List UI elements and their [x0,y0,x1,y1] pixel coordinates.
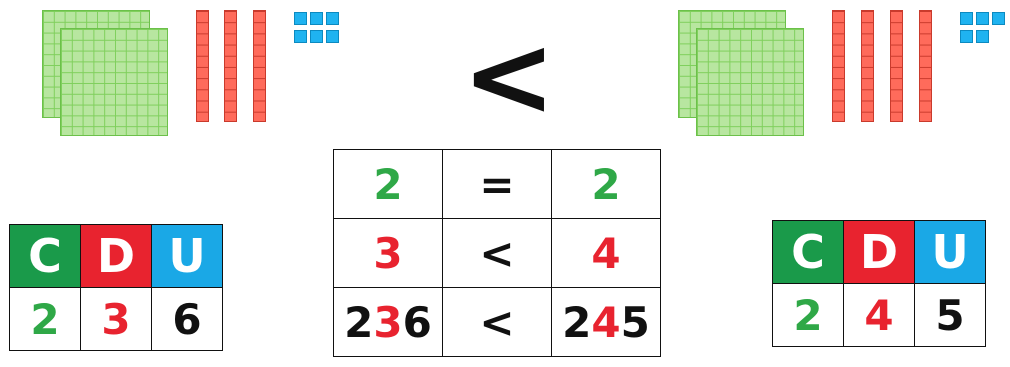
compare-sign-tens: < [443,219,552,288]
right-place-value-digit-row: 2 4 5 [773,284,986,347]
compare-sign-hundreds: = [443,150,552,219]
compare-right-number-units: 5 [621,298,650,347]
left-ten-rod-1 [196,10,209,122]
right-unit-cube-4 [960,30,973,43]
tens-header: D [844,221,915,284]
left-units-digit: 6 [152,288,223,351]
right-tens-digit: 4 [844,284,915,347]
compare-sign-full: < [443,288,552,357]
hundreds-header: C [773,221,844,284]
compare-left-number-units: 6 [403,298,432,347]
left-unit-cube-5 [310,30,323,43]
right-unit-cube-1 [960,12,973,25]
compare-left-hundreds: 2 [334,150,443,219]
compare-left-tens: 3 [334,219,443,288]
hundreds-header: C [10,225,81,288]
comparison-row-hundreds: 2 = 2 [334,150,661,219]
left-ten-rod-2 [224,10,237,122]
left-unit-cube-3 [326,12,339,25]
comparison-row-full: 236 < 245 [334,288,661,357]
right-units-digit: 5 [915,284,986,347]
compare-left-number: 236 [334,288,443,357]
right-unit-cube-2 [976,12,989,25]
compare-right-hundreds: 2 [552,150,661,219]
left-place-value-digit-row: 2 3 6 [10,288,223,351]
comparison-sign: < [462,32,532,122]
units-header: U [152,225,223,288]
left-place-value-table: C D U 2 3 6 [9,224,223,351]
left-hundred-flat-2 [60,28,168,136]
right-hundred-flat-2 [696,28,804,136]
left-hundreds-digit: 2 [10,288,81,351]
right-ten-rod-3 [890,10,903,122]
units-header: U [915,221,986,284]
right-ten-rod-1 [832,10,845,122]
right-ten-rod-2 [861,10,874,122]
right-place-value-header-row: C D U [773,221,986,284]
compare-right-tens: 4 [552,219,661,288]
left-ten-rod-3 [253,10,266,122]
left-place-value-header-row: C D U [10,225,223,288]
right-hundreds-digit: 2 [773,284,844,347]
compare-right-number: 245 [552,288,661,357]
left-unit-cube-4 [294,30,307,43]
right-ten-rod-4 [919,10,932,122]
tens-header: D [81,225,152,288]
compare-left-number-hundreds: 2 [344,298,373,347]
right-place-value-table: C D U 2 4 5 [772,220,986,347]
comparison-row-tens: 3 < 4 [334,219,661,288]
compare-left-number-tens: 3 [373,298,402,347]
left-unit-cube-6 [326,30,339,43]
left-unit-cube-1 [294,12,307,25]
compare-right-number-tens: 4 [591,298,620,347]
right-unit-cube-3 [992,12,1005,25]
compare-right-number-hundreds: 2 [562,298,591,347]
comparison-table: 2 = 2 3 < 4 236 < 245 [333,149,661,357]
left-unit-cube-2 [310,12,323,25]
left-tens-digit: 3 [81,288,152,351]
right-unit-cube-5 [976,30,989,43]
